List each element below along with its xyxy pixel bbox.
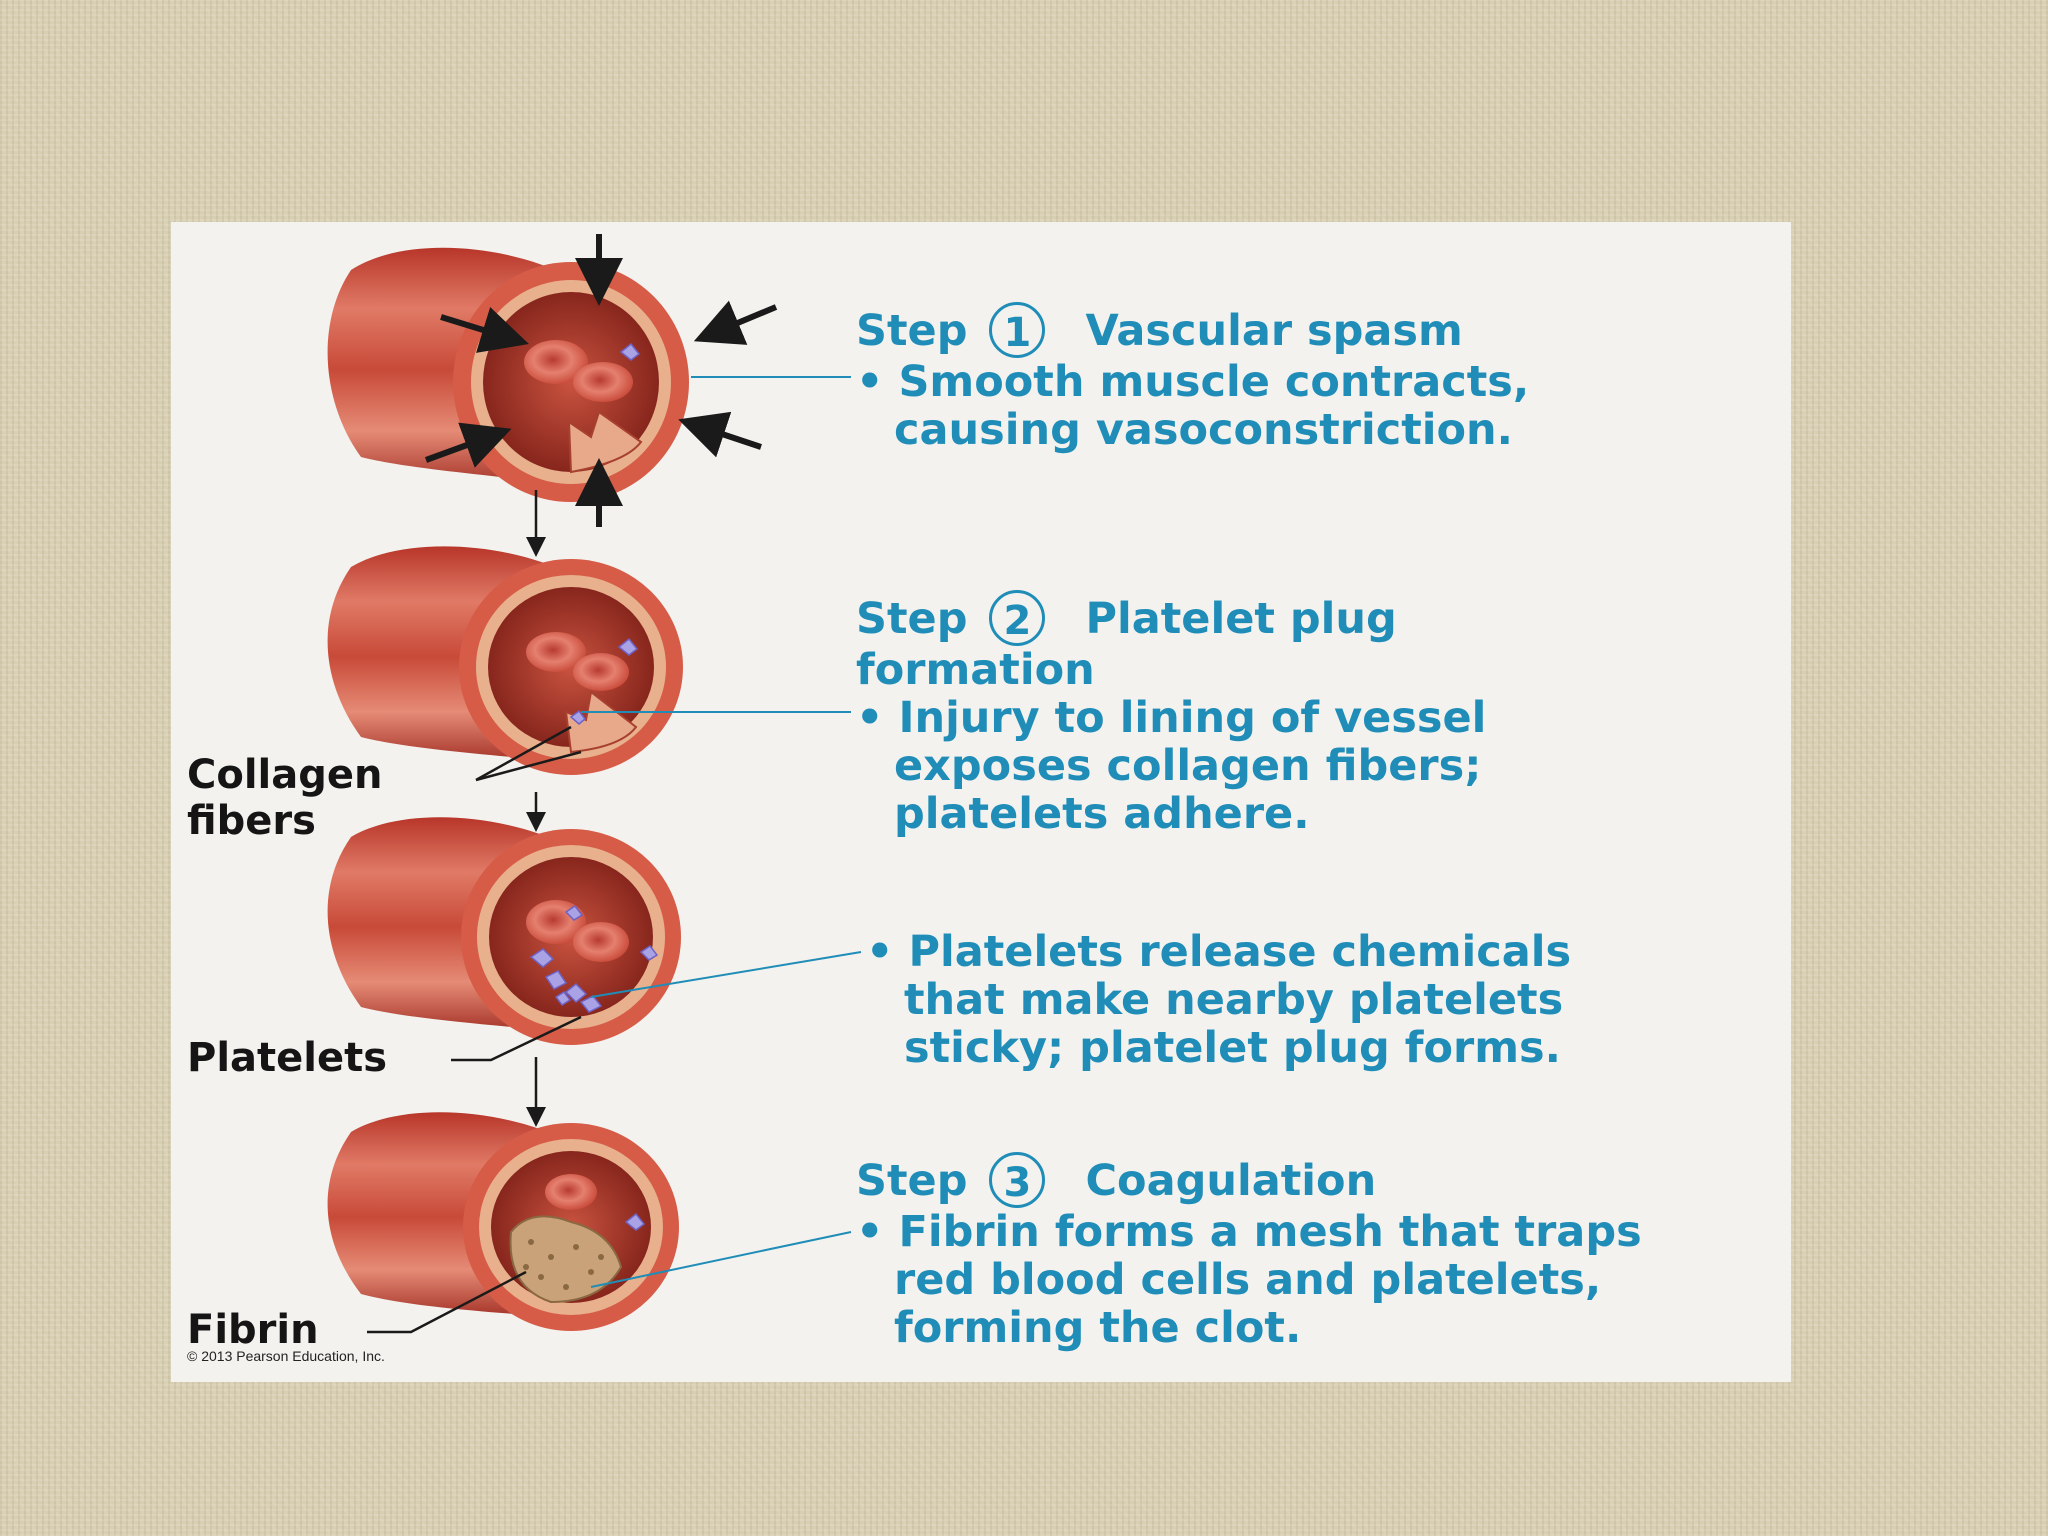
step2-bullet-line1: • Injury to lining of vessel [856, 692, 1487, 743]
step3-heading: Step 3 Coagulation [856, 1151, 1642, 1208]
collagen-pointer-2 [475, 750, 582, 782]
platelets-label-pointer [451, 1015, 582, 1062]
step1-word: Step [856, 306, 968, 356]
vessel-step1 [327, 247, 689, 502]
step3-number-icon: 3 [989, 1151, 1046, 1208]
step1-heading: Step 1 Vascular spasm [856, 301, 1529, 358]
step2-word: Step [856, 594, 968, 644]
pointer-platelets [590, 951, 862, 998]
step1-bullet-line2: causing vasoconstriction. [894, 404, 1514, 455]
copyright-notice: © 2013 Pearson Education, Inc. [187, 1348, 385, 1364]
step3-bullet-line3: forming the clot. [894, 1302, 1302, 1353]
step1-block: Step 1 Vascular spasm • Smooth muscle cont… [856, 301, 1530, 455]
vessel-platelets [327, 817, 681, 1045]
step2-title: Platelet plug [1085, 594, 1397, 644]
pointer-step3 [590, 1231, 852, 1288]
platelets-bullet-line1: • Platelets release chemicals [866, 927, 1572, 977]
collagen-label-line2: fibers [187, 798, 316, 844]
step2-heading: Step 2 Platelet plug [856, 589, 1486, 646]
collagen-fibers-label: Collagen fibers [187, 752, 383, 844]
step2-bullet-line2: exposes collagen fibers; [894, 740, 1482, 791]
collagen-pointer [475, 725, 572, 782]
step3-bullet-line1: • Fibrin forms a mesh that traps [856, 1206, 1642, 1257]
step2-title-cont: formation [856, 644, 1095, 695]
vessel-step3 [327, 1112, 679, 1331]
platelets-bullet-line3: sticky; platelet plug forms. [904, 1023, 1561, 1073]
fibrin-label-pointer [367, 1270, 527, 1334]
step1-number-icon: 1 [989, 301, 1046, 358]
vessel-illustrations [327, 234, 862, 1334]
step2-number-icon: 2 [989, 589, 1046, 646]
step1-bullet-line1: • Smooth muscle contracts, [856, 356, 1530, 407]
step2-block: Step 2 Platelet plug formation • Injury to… [856, 589, 1487, 839]
step2-bullet-line3: platelets adhere. [894, 788, 1310, 839]
step3-block: Step 3 Coagulation • Fibrin forms a mesh t… [856, 1151, 1642, 1353]
step3-word: Step [856, 1156, 968, 1206]
constriction-arrows [424, 234, 778, 527]
platelets-block: • Platelets release chemicals that make … [866, 928, 1571, 1072]
step1-title: Vascular spasm [1085, 306, 1463, 356]
vessel-step2 [327, 546, 683, 775]
step3-bullet-line2: red blood cells and platelets, [894, 1254, 1602, 1305]
fibrin-label: Fibrin [187, 1307, 319, 1353]
step3-title: Coagulation [1085, 1156, 1377, 1206]
platelets-label: Platelets [187, 1035, 388, 1081]
platelets-bullet-line2: that make nearby platelets [904, 975, 1564, 1025]
collagen-label-line1: Collagen [187, 752, 383, 798]
diagram-panel: Step 1 Vascular spasm • Smooth muscle cont… [171, 222, 1791, 1382]
